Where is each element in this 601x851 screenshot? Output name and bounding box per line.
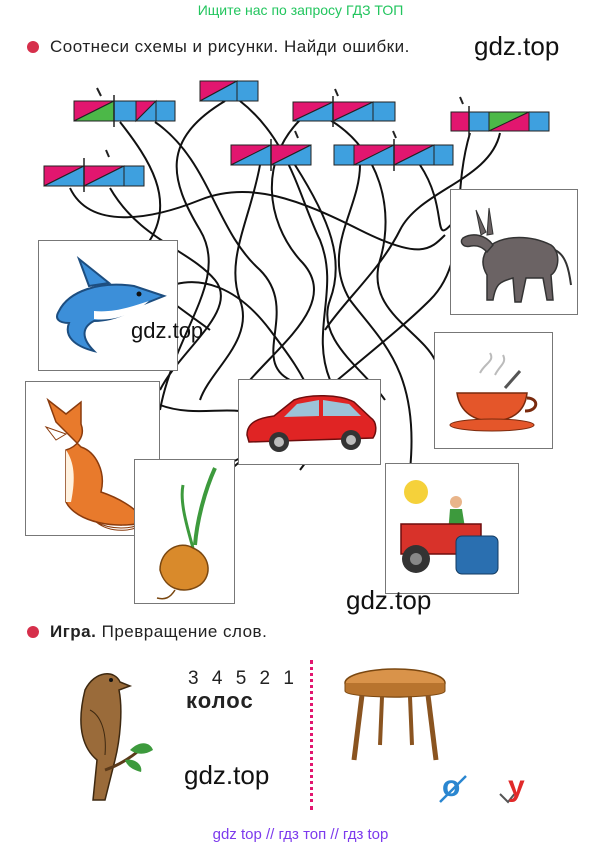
shark-picture <box>38 240 178 371</box>
scheme-c <box>292 88 396 127</box>
watermark: gdz.top <box>474 31 560 61</box>
scheme-f <box>333 130 454 171</box>
scheme-e <box>230 130 312 171</box>
road-roller-icon <box>400 480 499 575</box>
donkey-picture <box>450 189 578 315</box>
car-picture <box>238 379 381 465</box>
watermark: gdz.top <box>346 585 432 615</box>
bullet-icon <box>27 41 39 53</box>
scheme-a <box>73 87 176 127</box>
table-picture <box>340 665 450 765</box>
game-word: колос <box>186 688 254 713</box>
donkey-icon <box>460 207 572 303</box>
added-letter: у <box>508 770 525 803</box>
hawk-icon <box>80 673 153 801</box>
strike-icon <box>439 775 467 803</box>
teacup-icon <box>449 352 538 432</box>
teacup-picture <box>434 332 553 449</box>
task2-title: Игра. <box>50 622 97 641</box>
fox-icon <box>44 397 148 531</box>
scheme-d <box>450 96 550 137</box>
scheme-g <box>43 149 145 192</box>
bullet-icon <box>27 626 39 638</box>
table-icon <box>344 668 446 761</box>
checkmark-icon <box>499 791 517 804</box>
top-banner: Ищите нас по запросу ГДЗ ТОП <box>197 2 404 18</box>
task2-instruction: Игра. Превращение слов. <box>50 622 267 642</box>
shark-icon <box>56 255 167 353</box>
watermark: gdz.top <box>184 760 270 790</box>
dotted-divider <box>310 660 313 810</box>
task2-text: Превращение слов. <box>101 622 268 641</box>
hawk-picture <box>45 660 157 806</box>
scheme-b <box>199 80 259 102</box>
onion-icon <box>156 467 217 600</box>
roller-picture <box>385 463 519 594</box>
car-icon <box>246 395 377 452</box>
letter-order-digits: 3 4 5 2 1 <box>188 668 298 689</box>
task1-instruction: Соотнеси схемы и рисунки. Найди ошибки. <box>50 37 410 56</box>
watermark: gdz.top <box>131 318 204 343</box>
onion-picture <box>134 459 235 604</box>
footer-links: gdz top // гдз топ // гдз top <box>212 826 389 843</box>
word-schemes <box>43 80 550 192</box>
